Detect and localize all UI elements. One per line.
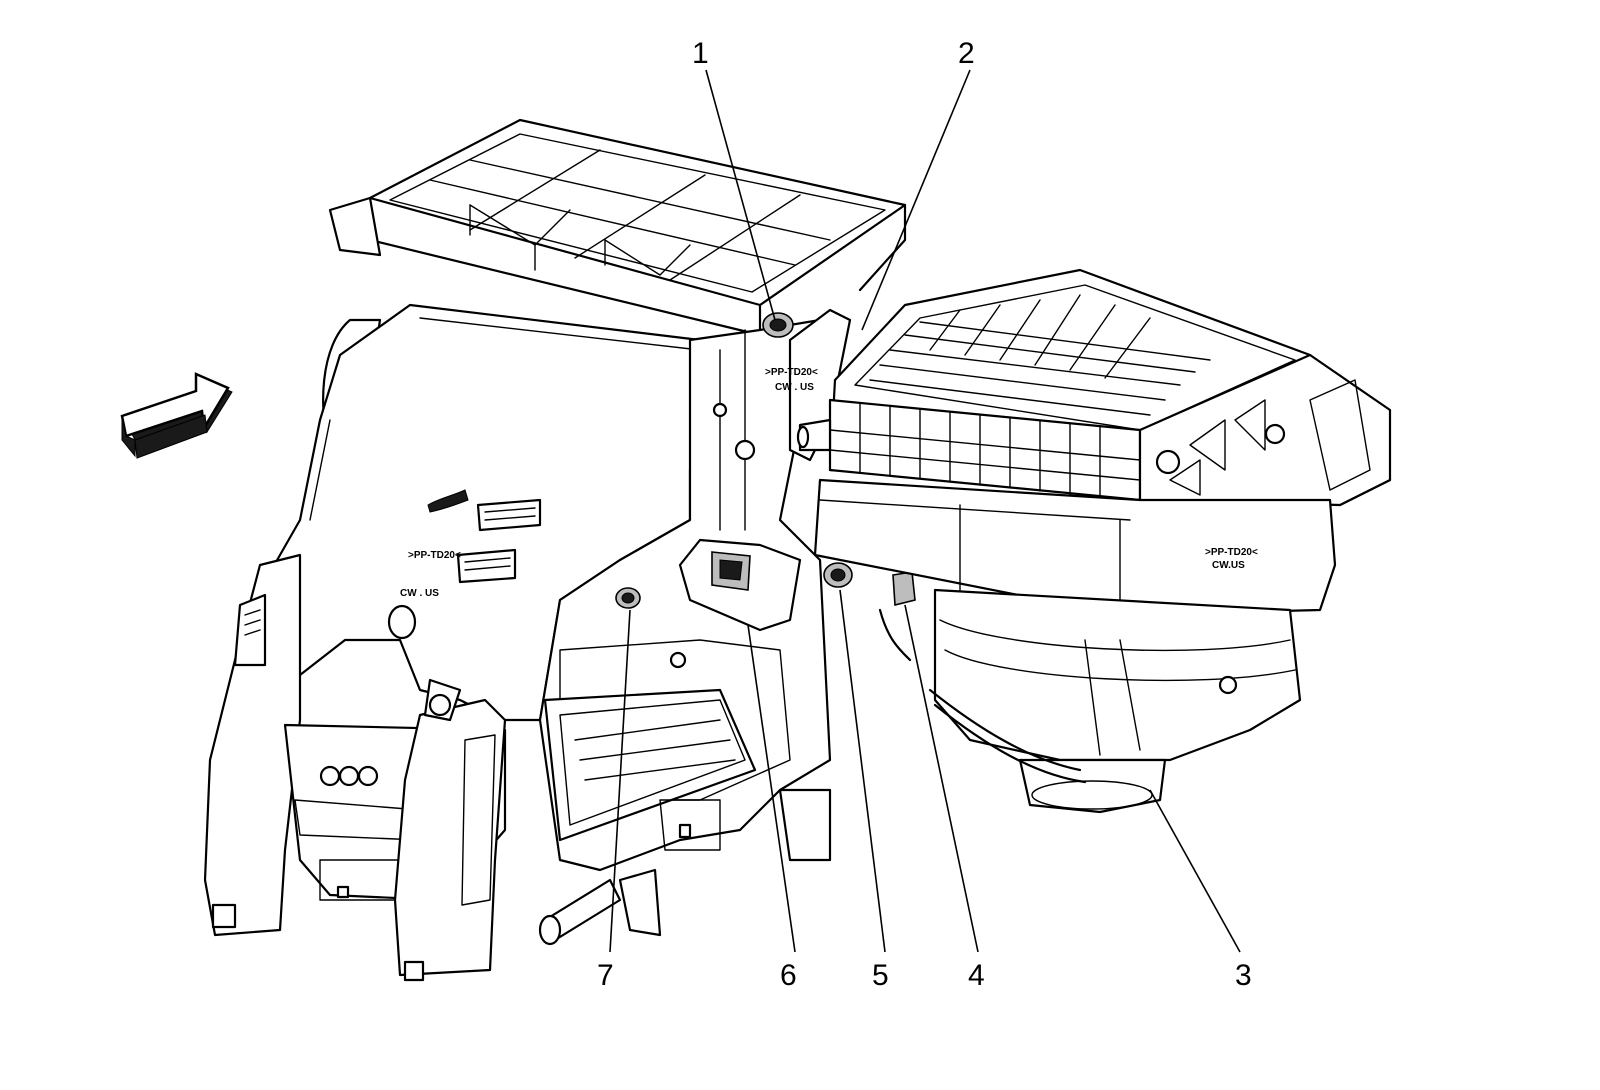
hvac-case: [203, 118, 907, 982]
callout-2: 2: [958, 37, 975, 70]
callout-3: 3: [1235, 959, 1252, 992]
actuator-1: [762, 312, 794, 338]
material-stamp-upper: >PP-TD20<: [765, 367, 818, 378]
leader-1: [705, 69, 776, 321]
callout-5: 5: [872, 959, 889, 992]
callout-1: 1: [692, 37, 709, 70]
connector-5: [823, 562, 853, 588]
leader-5: [839, 589, 886, 953]
code-stamp-panel: CW . US: [400, 588, 439, 599]
leader-2: [861, 69, 971, 331]
direction-arrow: [120, 372, 233, 459]
leader-lines: [609, 69, 1241, 953]
callout-7: 7: [597, 959, 614, 992]
leader-6: [747, 624, 796, 953]
callout-labels: 1 2 3 4 5 6 7: [597, 37, 1252, 992]
blower-code-stamp: CW.US: [1212, 560, 1245, 571]
blower-stamp: >PP-TD20< CW.US: [1205, 547, 1258, 571]
case-stamp: >PP-TD20< CW . US >PP-TD20< CW . US: [400, 367, 818, 599]
code-stamp-upper: CW . US: [775, 382, 814, 393]
material-stamp-panel: >PP-TD20<: [408, 550, 461, 561]
callout-4: 4: [968, 959, 985, 992]
leader-4: [904, 604, 979, 953]
leader-3: [1149, 789, 1241, 953]
blower-material-stamp: >PP-TD20<: [1205, 547, 1258, 558]
connector-7: [615, 587, 641, 609]
actuator-6: [678, 538, 802, 632]
connector-4: [878, 571, 916, 662]
callout-6: 6: [780, 959, 797, 992]
leader-7: [609, 609, 631, 953]
blower-assembly: [796, 268, 1392, 814]
